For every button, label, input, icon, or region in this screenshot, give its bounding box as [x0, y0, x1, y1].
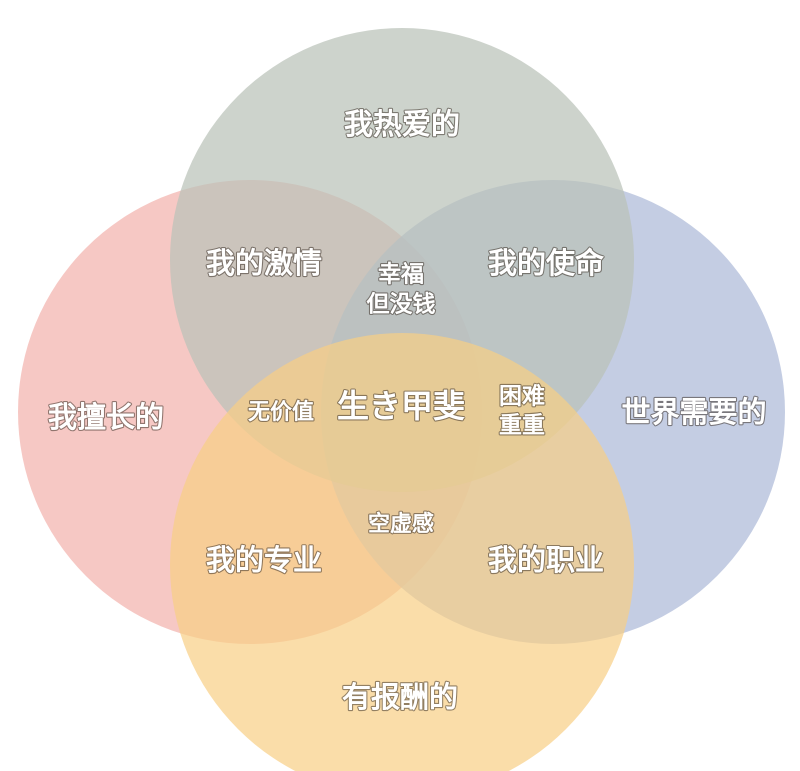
label-what-the-world-needs: 世界需要的	[621, 395, 766, 429]
label-what-i-am-good-at: 我擅长的	[48, 400, 164, 434]
label-difficult-line1: 困难	[499, 384, 545, 410]
circle-what-i-can-be-paid-for	[170, 333, 634, 771]
label-what-i-can-be-paid-for: 有报酬的	[342, 680, 458, 714]
label-difficult-line2: 重重	[499, 413, 545, 439]
label-ikigai-center: 生き甲斐	[337, 387, 465, 425]
label-what-i-love: 我热爱的	[344, 107, 460, 141]
label-happy-but-poor-line2: 但没钱	[367, 292, 436, 318]
label-vocation: 我的职业	[488, 543, 604, 577]
label-worthless: 无价值	[248, 399, 314, 425]
label-profession: 我的专业	[206, 543, 322, 577]
label-passion: 我的激情	[206, 246, 322, 280]
label-happy-but-poor-line1: 幸福	[378, 262, 424, 288]
label-mission: 我的使命	[488, 246, 605, 280]
label-emptiness: 空虚感	[368, 511, 434, 537]
